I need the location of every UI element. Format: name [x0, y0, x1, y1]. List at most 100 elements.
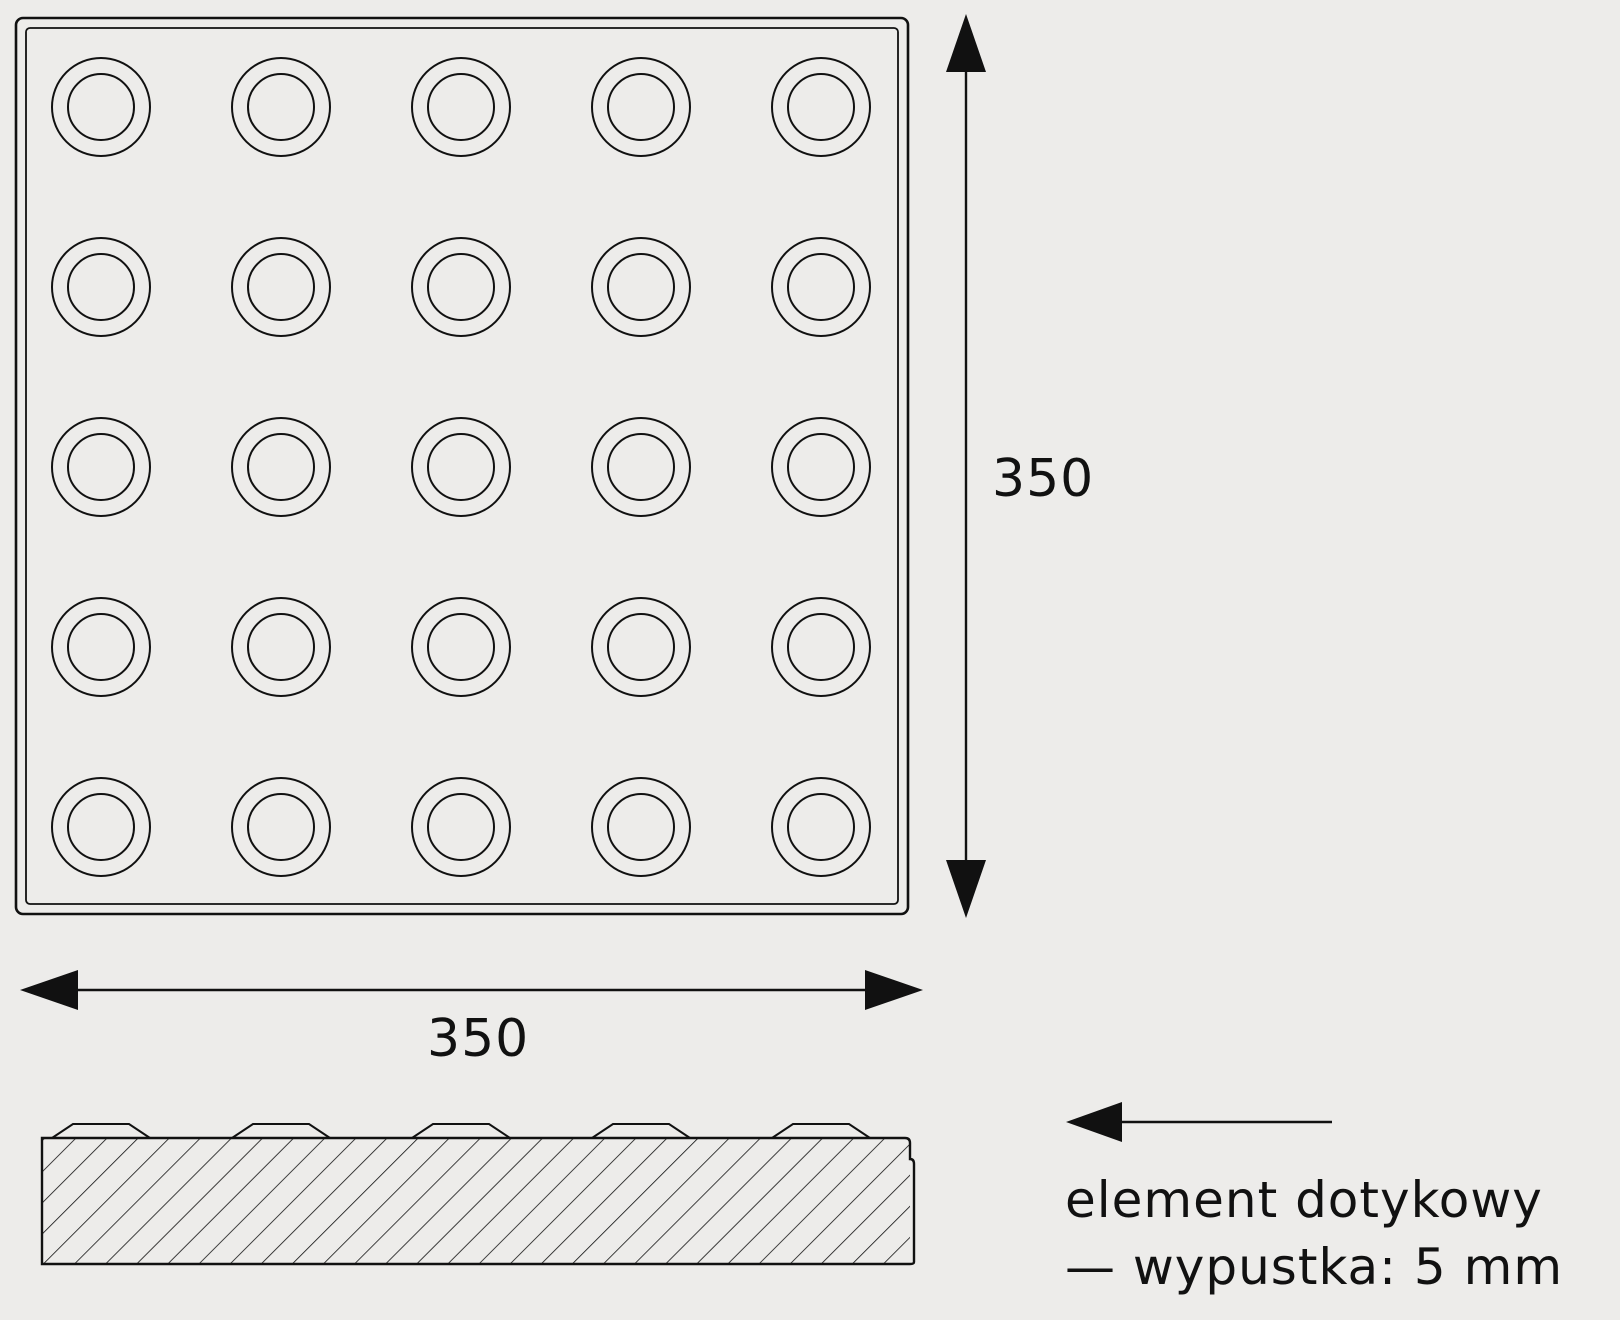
- dot-inner-ring: [607, 73, 675, 141]
- dot-outer-ring: [771, 597, 871, 697]
- dot-inner-ring: [247, 73, 315, 141]
- dot-outer-ring: [231, 57, 331, 157]
- dot-outer-ring: [51, 237, 151, 337]
- tactile-dot: [771, 237, 871, 337]
- dot-outer-ring: [771, 57, 871, 157]
- tactile-dot: [51, 417, 151, 517]
- dot-inner-ring: [427, 613, 495, 681]
- dot-outer-ring: [51, 777, 151, 877]
- vertical-dimension: [946, 14, 986, 918]
- section-bump: [591, 1123, 691, 1139]
- tactile-dot: [411, 597, 511, 697]
- dot-outer-ring: [411, 237, 511, 337]
- tactile-dot: [51, 237, 151, 337]
- tactile-dot: [591, 597, 691, 697]
- dot-outer-ring: [771, 777, 871, 877]
- dot-inner-ring: [787, 253, 855, 321]
- dot-inner-ring: [787, 793, 855, 861]
- dot-outer-ring: [51, 417, 151, 517]
- dot-outer-ring: [231, 417, 331, 517]
- dot-outer-ring: [411, 417, 511, 517]
- tactile-dot: [231, 417, 331, 517]
- dot-outer-ring: [771, 417, 871, 517]
- tactile-dot: [771, 597, 871, 697]
- dot-inner-ring: [67, 793, 135, 861]
- tactile-dot: [591, 237, 691, 337]
- tactile-dot: [411, 57, 511, 157]
- dot-outer-ring: [231, 597, 331, 697]
- section-outline: [40, 1136, 916, 1266]
- dot-outer-ring: [231, 777, 331, 877]
- section-bumps: [51, 1123, 871, 1139]
- dot-inner-ring: [787, 73, 855, 141]
- section-bump: [51, 1123, 151, 1139]
- tactile-dot: [51, 597, 151, 697]
- tactile-dot: [51, 777, 151, 877]
- legend-arrow-left-icon: [1066, 1102, 1122, 1142]
- width-dimension-label: 350: [427, 1009, 530, 1069]
- dot-outer-ring: [591, 597, 691, 697]
- height-dimension-label: 350: [992, 449, 1095, 509]
- arrow-right-icon: [865, 970, 923, 1010]
- dot-outer-ring: [591, 777, 691, 877]
- dot-inner-ring: [247, 793, 315, 861]
- dot-inner-ring: [67, 433, 135, 501]
- dot-inner-ring: [607, 253, 675, 321]
- tactile-dot: [411, 777, 511, 877]
- arrow-up-icon: [946, 14, 986, 72]
- dot-inner-ring: [67, 73, 135, 141]
- tactile-dot: [231, 57, 331, 157]
- section-bump: [411, 1123, 511, 1139]
- tactile-dot: [51, 57, 151, 157]
- tactile-dot: [231, 777, 331, 877]
- dot-inner-ring: [607, 433, 675, 501]
- dot-inner-ring: [247, 253, 315, 321]
- dot-outer-ring: [51, 597, 151, 697]
- dot-inner-ring: [427, 73, 495, 141]
- dot-inner-ring: [607, 793, 675, 861]
- dot-outer-ring: [411, 777, 511, 877]
- dot-inner-ring: [427, 253, 495, 321]
- dot-inner-ring: [607, 613, 675, 681]
- tactile-dot-grid: [51, 57, 871, 877]
- section-bump: [771, 1123, 871, 1139]
- tactile-dot: [591, 417, 691, 517]
- dot-inner-ring: [427, 433, 495, 501]
- legend-title: element dotykowy: [1065, 1171, 1543, 1229]
- tile-cross-section: [40, 1123, 916, 1266]
- arrow-left-icon: [20, 970, 78, 1010]
- dot-inner-ring: [427, 793, 495, 861]
- tactile-dot: [591, 777, 691, 877]
- tactile-dot: [231, 597, 331, 697]
- tactile-dot: [771, 57, 871, 157]
- tactile-dot: [771, 777, 871, 877]
- dot-outer-ring: [411, 57, 511, 157]
- tactile-dot: [231, 237, 331, 337]
- legend-detail: — wypustka: 5 mm: [1065, 1238, 1564, 1296]
- horizontal-dimension: [20, 970, 923, 1010]
- tactile-dot: [411, 237, 511, 337]
- arrow-down-icon: [946, 860, 986, 918]
- dot-outer-ring: [591, 237, 691, 337]
- dot-outer-ring: [51, 57, 151, 157]
- tile-outer-edge: [14, 16, 910, 916]
- tactile-dot: [411, 417, 511, 517]
- section-hatch-fill: [42, 1138, 910, 1264]
- tactile-dot: [771, 417, 871, 517]
- dot-outer-ring: [231, 237, 331, 337]
- section-bump: [231, 1123, 331, 1139]
- dot-outer-ring: [771, 237, 871, 337]
- dot-outer-ring: [591, 417, 691, 517]
- dot-inner-ring: [67, 613, 135, 681]
- tactile-dot: [591, 57, 691, 157]
- dot-outer-ring: [411, 597, 511, 697]
- dot-inner-ring: [247, 433, 315, 501]
- tile-plan-view: [14, 16, 910, 916]
- dot-inner-ring: [247, 613, 315, 681]
- dot-inner-ring: [787, 613, 855, 681]
- tile-inner-edge: [25, 27, 899, 905]
- dot-inner-ring: [787, 433, 855, 501]
- dot-outer-ring: [591, 57, 691, 157]
- legend-pointer: [1066, 1102, 1332, 1142]
